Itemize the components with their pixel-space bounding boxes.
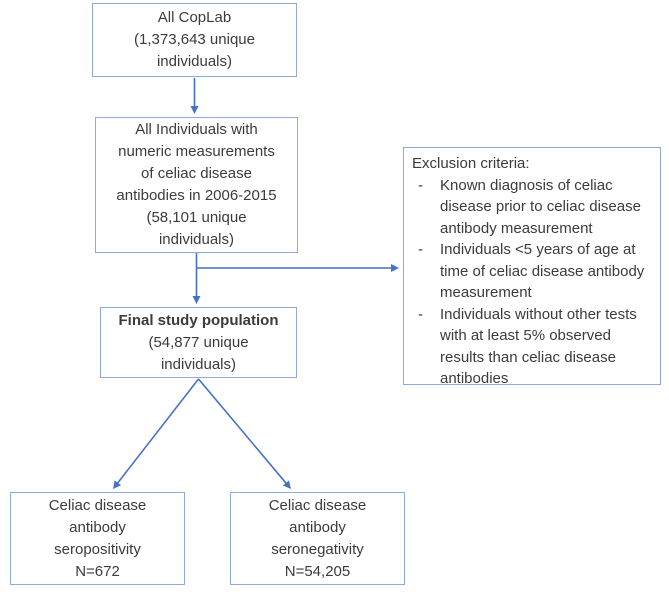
exclusion-item: - Individuals without other tests with a… [412,304,656,390]
box-text-line: individuals) [160,355,237,373]
exclusion-item-text: Known diagnosis of celiac disease prior … [440,176,641,237]
box-seronegativity: Celiac disease antibody seronegativity N… [230,492,405,585]
box-text-line: Celiac disease [268,496,367,514]
arrow-final-to-seronegativity [197,378,292,490]
box-text-line: numeric measurements [118,143,275,160]
arrow-final-to-seropositivity [112,378,200,490]
box-all-coplab: All CopLab (1,373,643 unique individuals… [92,3,297,77]
box-text-line: (1,373,643 unique [134,31,255,48]
box-text-line: antibody [289,518,346,536]
bullet-dash: - [418,305,423,323]
exclusion-item: - Known diagnosis of celiac disease prio… [412,175,656,240]
box-exclusion-criteria: Exclusion criteria: - Known diagnosis of… [403,147,661,387]
box-text-line: (54,877 unique [148,333,249,351]
exclusion-item-text: Individuals without other tests with at … [440,305,637,388]
box-text-line: N=54,205 [284,562,351,580]
box-text-line: of celiac disease [141,165,252,182]
box-text-line: seronegativity [271,540,364,558]
box-text-line: All Individuals with [135,121,258,138]
box-text-line: seropositivity [54,540,141,558]
box-text-line: individuals) [156,53,233,70]
bullet-dash: - [418,241,423,258]
box-text-line: N=672 [75,562,120,580]
exclusion-item-text: Individuals <5 years of age at time of c… [440,241,645,301]
box-text-line: antibodies in 2006-2015 [116,187,277,204]
box-text-line: antibody [69,518,126,536]
exclusion-item: - Individuals <5 years of age at time of… [412,239,656,304]
bullet-dash: - [418,176,423,194]
box-text-line: individuals) [158,231,235,248]
box-text-line: Celiac disease [48,496,147,514]
box-seropositivity: Celiac disease antibody seropositivity N… [10,492,185,585]
box-final-study-population: Final study population (54,877 unique in… [100,307,297,378]
box-text-line: All CopLab [157,9,232,26]
final-population-title: Final study population [118,311,279,329]
exclusion-title: Exclusion criteria: [412,155,530,172]
box-numeric-measurements: All Individuals with numeric measurement… [95,117,298,253]
box-text-line: (58,101 unique [146,209,247,226]
